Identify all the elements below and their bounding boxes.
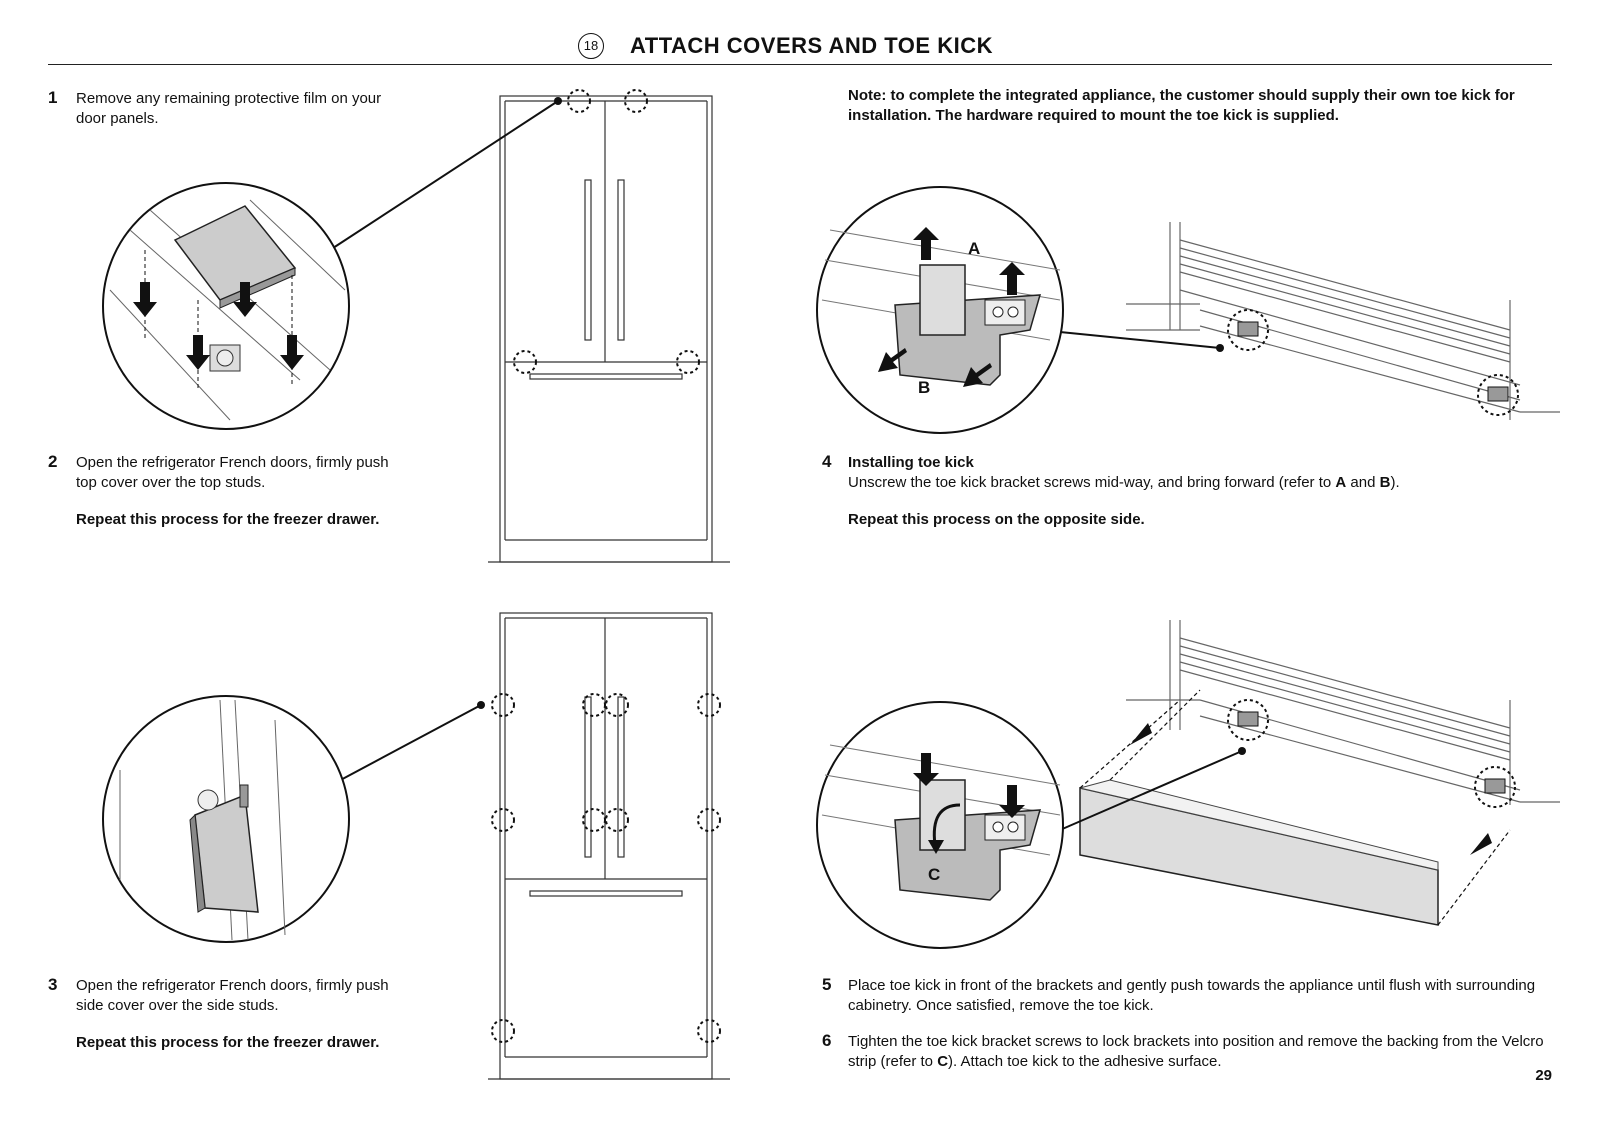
fridge-side-stud-markers	[491, 693, 721, 1043]
step-3-note: Repeat this process for the freezer draw…	[76, 1034, 380, 1051]
label-c: C	[928, 865, 940, 884]
callout-line-1	[329, 100, 559, 251]
fridge-top-stud-markers	[513, 89, 700, 374]
step-6-text-after: ). Attach toe kick to the adhesive surfa…	[948, 1052, 1222, 1070]
step-1-number: 1	[48, 88, 58, 107]
ref-b: B	[1379, 474, 1391, 491]
step-6-text-before: Tighten the toe kick bracket screws to l…	[848, 1033, 1544, 1070]
step-3-text: Open the refrigerator French doors, firm…	[76, 977, 389, 1014]
step-4-text-and: and	[1346, 474, 1380, 491]
page-title: ATTACH COVERS AND TOE KICK	[630, 33, 993, 58]
toe-kick-appliance-bottom	[1126, 620, 1560, 805]
fridge-diagram-top	[488, 95, 730, 563]
toe-kick-panel	[1079, 689, 1511, 926]
step-4-text: Unscrew the toe kick bracket screws mid-…	[848, 473, 1568, 493]
label-a: A	[968, 239, 980, 258]
step-4-text-after: ).	[1390, 474, 1400, 491]
step-1-text: Remove any remaining protective film on …	[76, 90, 382, 127]
fridge-diagram-bottom	[488, 612, 730, 1080]
ref-a: A	[1335, 474, 1347, 491]
magnified-bracket-unscrew	[816, 186, 1064, 434]
step-4-text-before: Unscrew the toe kick bracket screws mid-…	[848, 474, 1336, 491]
magnified-velcro-backing	[816, 701, 1064, 949]
step-3-number: 3	[48, 975, 58, 994]
callout-line-2	[334, 704, 482, 784]
step-2-number: 2	[48, 452, 58, 471]
step-2-text: Open the refrigerator French doors, firm…	[76, 454, 389, 491]
bracket-markers-top	[1227, 309, 1519, 416]
label-b: B	[918, 378, 930, 397]
callout-line-4	[1059, 331, 1221, 349]
header-rule	[48, 64, 1552, 65]
step-5-number: 5	[822, 975, 832, 994]
section-number-badge: 18	[578, 33, 604, 59]
page-number: 29	[1535, 1067, 1552, 1084]
step-5-text: Place toe kick in front of the brackets …	[848, 977, 1536, 1014]
ref-c: C	[937, 1052, 949, 1070]
integration-note: Note: to complete the integrated applian…	[848, 87, 1515, 124]
step-4-number: 4	[822, 452, 832, 471]
step-6-number: 6	[822, 1031, 832, 1050]
magnified-side-cover	[102, 695, 350, 943]
step-4-heading: Installing toe kick	[848, 454, 974, 471]
magnified-top-cover	[102, 182, 350, 430]
bracket-markers-bottom	[1227, 699, 1516, 808]
step-4-note: Repeat this process on the opposite side…	[848, 511, 1145, 528]
callout-line-6	[1059, 750, 1243, 831]
step-6-text: Tighten the toe kick bracket screws to l…	[848, 1032, 1560, 1071]
step-2-note: Repeat this process for the freezer draw…	[76, 511, 380, 528]
